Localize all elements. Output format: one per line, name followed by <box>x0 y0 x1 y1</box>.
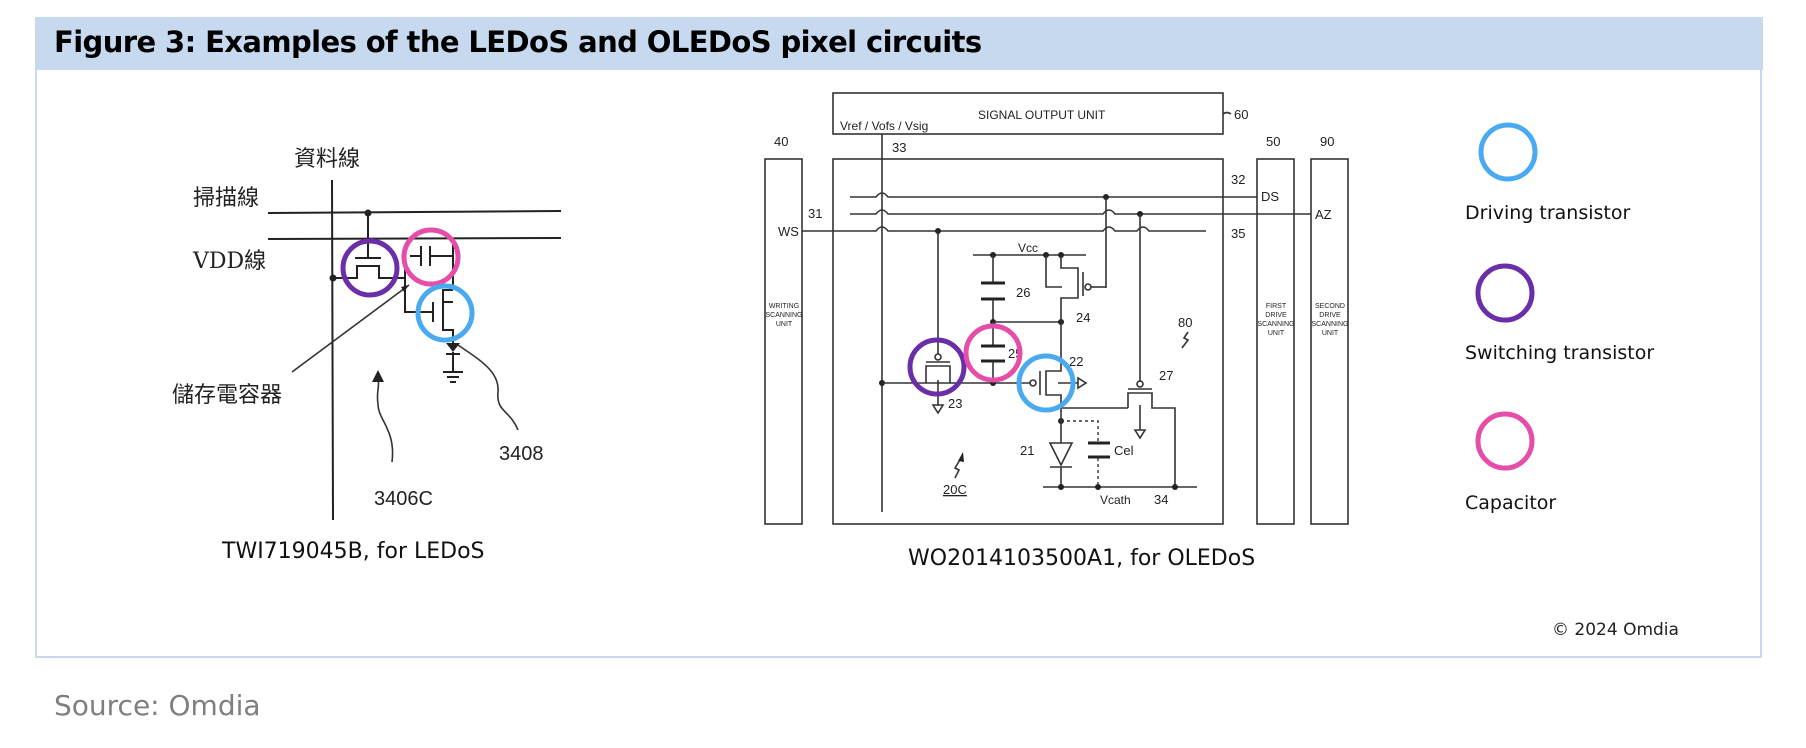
ledos-switching-transistor-highlight <box>340 238 400 298</box>
source-note: Source: Omdia <box>54 689 261 722</box>
writing-unit-label: WRITING SCANNING UNIT <box>766 303 803 328</box>
svg-text:SCANNING: SCANNING <box>766 312 803 319</box>
ds-label: DS <box>1261 189 1279 204</box>
svg-text:UNIT: UNIT <box>1322 330 1339 337</box>
storage-capacitor-label: 儲存電容器 <box>172 383 282 408</box>
oledos-caption: WO2014103500A1, for OLEDoS <box>908 546 1256 571</box>
scan-line <box>267 210 562 214</box>
svg-text:UNIT: UNIT <box>1268 330 1285 337</box>
ref-20c: 20C <box>943 482 967 497</box>
svg-text:DRIVE: DRIVE <box>1319 312 1341 319</box>
ref-23: 23 <box>948 396 962 411</box>
ref-80: 80 <box>1178 315 1192 330</box>
oledos-circuit: SIGNAL OUTPUT UNIT Vref / Vofs / Vsig 60… <box>764 92 1349 525</box>
oledos-driving-transistor-highlight <box>1016 353 1076 413</box>
ref-90: 90 <box>1320 134 1334 149</box>
ref-33: 33 <box>892 140 906 155</box>
vdd-line-label: VDD線 <box>192 249 266 274</box>
ref-3408: 3408 <box>499 443 544 465</box>
copyright: © 2024 Omdia <box>1552 620 1679 640</box>
ref-27: 27 <box>1159 368 1173 383</box>
legend <box>1475 122 1538 471</box>
ref-40: 40 <box>774 134 788 149</box>
ref-60: 60 <box>1234 107 1248 122</box>
svg-text:DRIVE: DRIVE <box>1265 312 1287 319</box>
figure-title: Figure 3: Examples of the LEDoS and OLED… <box>54 25 982 59</box>
az-label: AZ <box>1315 207 1332 222</box>
second-drive-unit-label: SECOND DRIVE SCANNING UNIT <box>1312 303 1349 337</box>
scan-line-label: 掃描線 <box>193 186 259 211</box>
cel-label: Cel <box>1114 443 1134 458</box>
ledos-capacitor-highlight <box>401 227 461 287</box>
ledos-circuit: 資料線 掃描線 VDD線 儲存電容器 <box>172 147 562 521</box>
first-drive-scanning-unit-box <box>1256 158 1295 525</box>
vcath-label: Vcath <box>1100 493 1131 507</box>
ref-22: 22 <box>1069 354 1083 369</box>
vcc-label: Vcc <box>1018 241 1038 255</box>
ref-50: 50 <box>1266 134 1280 149</box>
legend-label-capacitor: Capacitor <box>1465 492 1557 514</box>
first-drive-unit-label: FIRST DRIVE SCANNING UNIT <box>1258 303 1295 337</box>
svg-text:SCANNING: SCANNING <box>1258 321 1295 328</box>
svg-text:SECOND: SECOND <box>1315 303 1345 310</box>
ledos-caption: TWI719045B, for LEDoS <box>222 539 485 564</box>
legend-swatch-driving-transistor <box>1478 122 1538 182</box>
writing-scanning-unit-box <box>764 158 803 525</box>
oledos-switching-transistor-highlight <box>907 337 967 397</box>
ref-31: 31 <box>808 206 822 221</box>
figure-header <box>35 17 1763 70</box>
svg-text:WRITING: WRITING <box>769 303 799 310</box>
second-drive-scanning-unit-box <box>1310 158 1349 525</box>
oledos-capacitor-highlight <box>963 323 1023 383</box>
svg-text:FIRST: FIRST <box>1266 303 1287 310</box>
ref-26: 26 <box>1016 285 1030 300</box>
led-symbol <box>446 343 460 352</box>
ref-32: 32 <box>1231 172 1245 187</box>
signal-output-unit-label: SIGNAL OUTPUT UNIT <box>978 108 1106 122</box>
pixel-array-box <box>832 158 1224 525</box>
ref-3406c: 3406C <box>374 488 433 510</box>
ref-34: 34 <box>1154 492 1168 507</box>
svg-text:UNIT: UNIT <box>776 321 793 328</box>
legend-label-driving-transistor: Driving transistor <box>1465 202 1631 224</box>
data-line <box>331 179 334 521</box>
ledos-driving-transistor-highlight <box>415 283 475 343</box>
ws-label: WS <box>778 224 799 239</box>
data-line-label: 資料線 <box>294 147 360 172</box>
legend-label-switching-transistor: Switching transistor <box>1465 342 1655 364</box>
legend-swatch-switching-transistor <box>1475 263 1535 323</box>
vref-label: Vref / Vofs / Vsig <box>840 119 928 133</box>
ref-21: 21 <box>1020 443 1034 458</box>
svg-text:SCANNING: SCANNING <box>1312 321 1349 328</box>
ref-35: 35 <box>1231 226 1245 241</box>
ref-24: 24 <box>1076 310 1090 325</box>
legend-swatch-capacitor <box>1475 411 1535 471</box>
